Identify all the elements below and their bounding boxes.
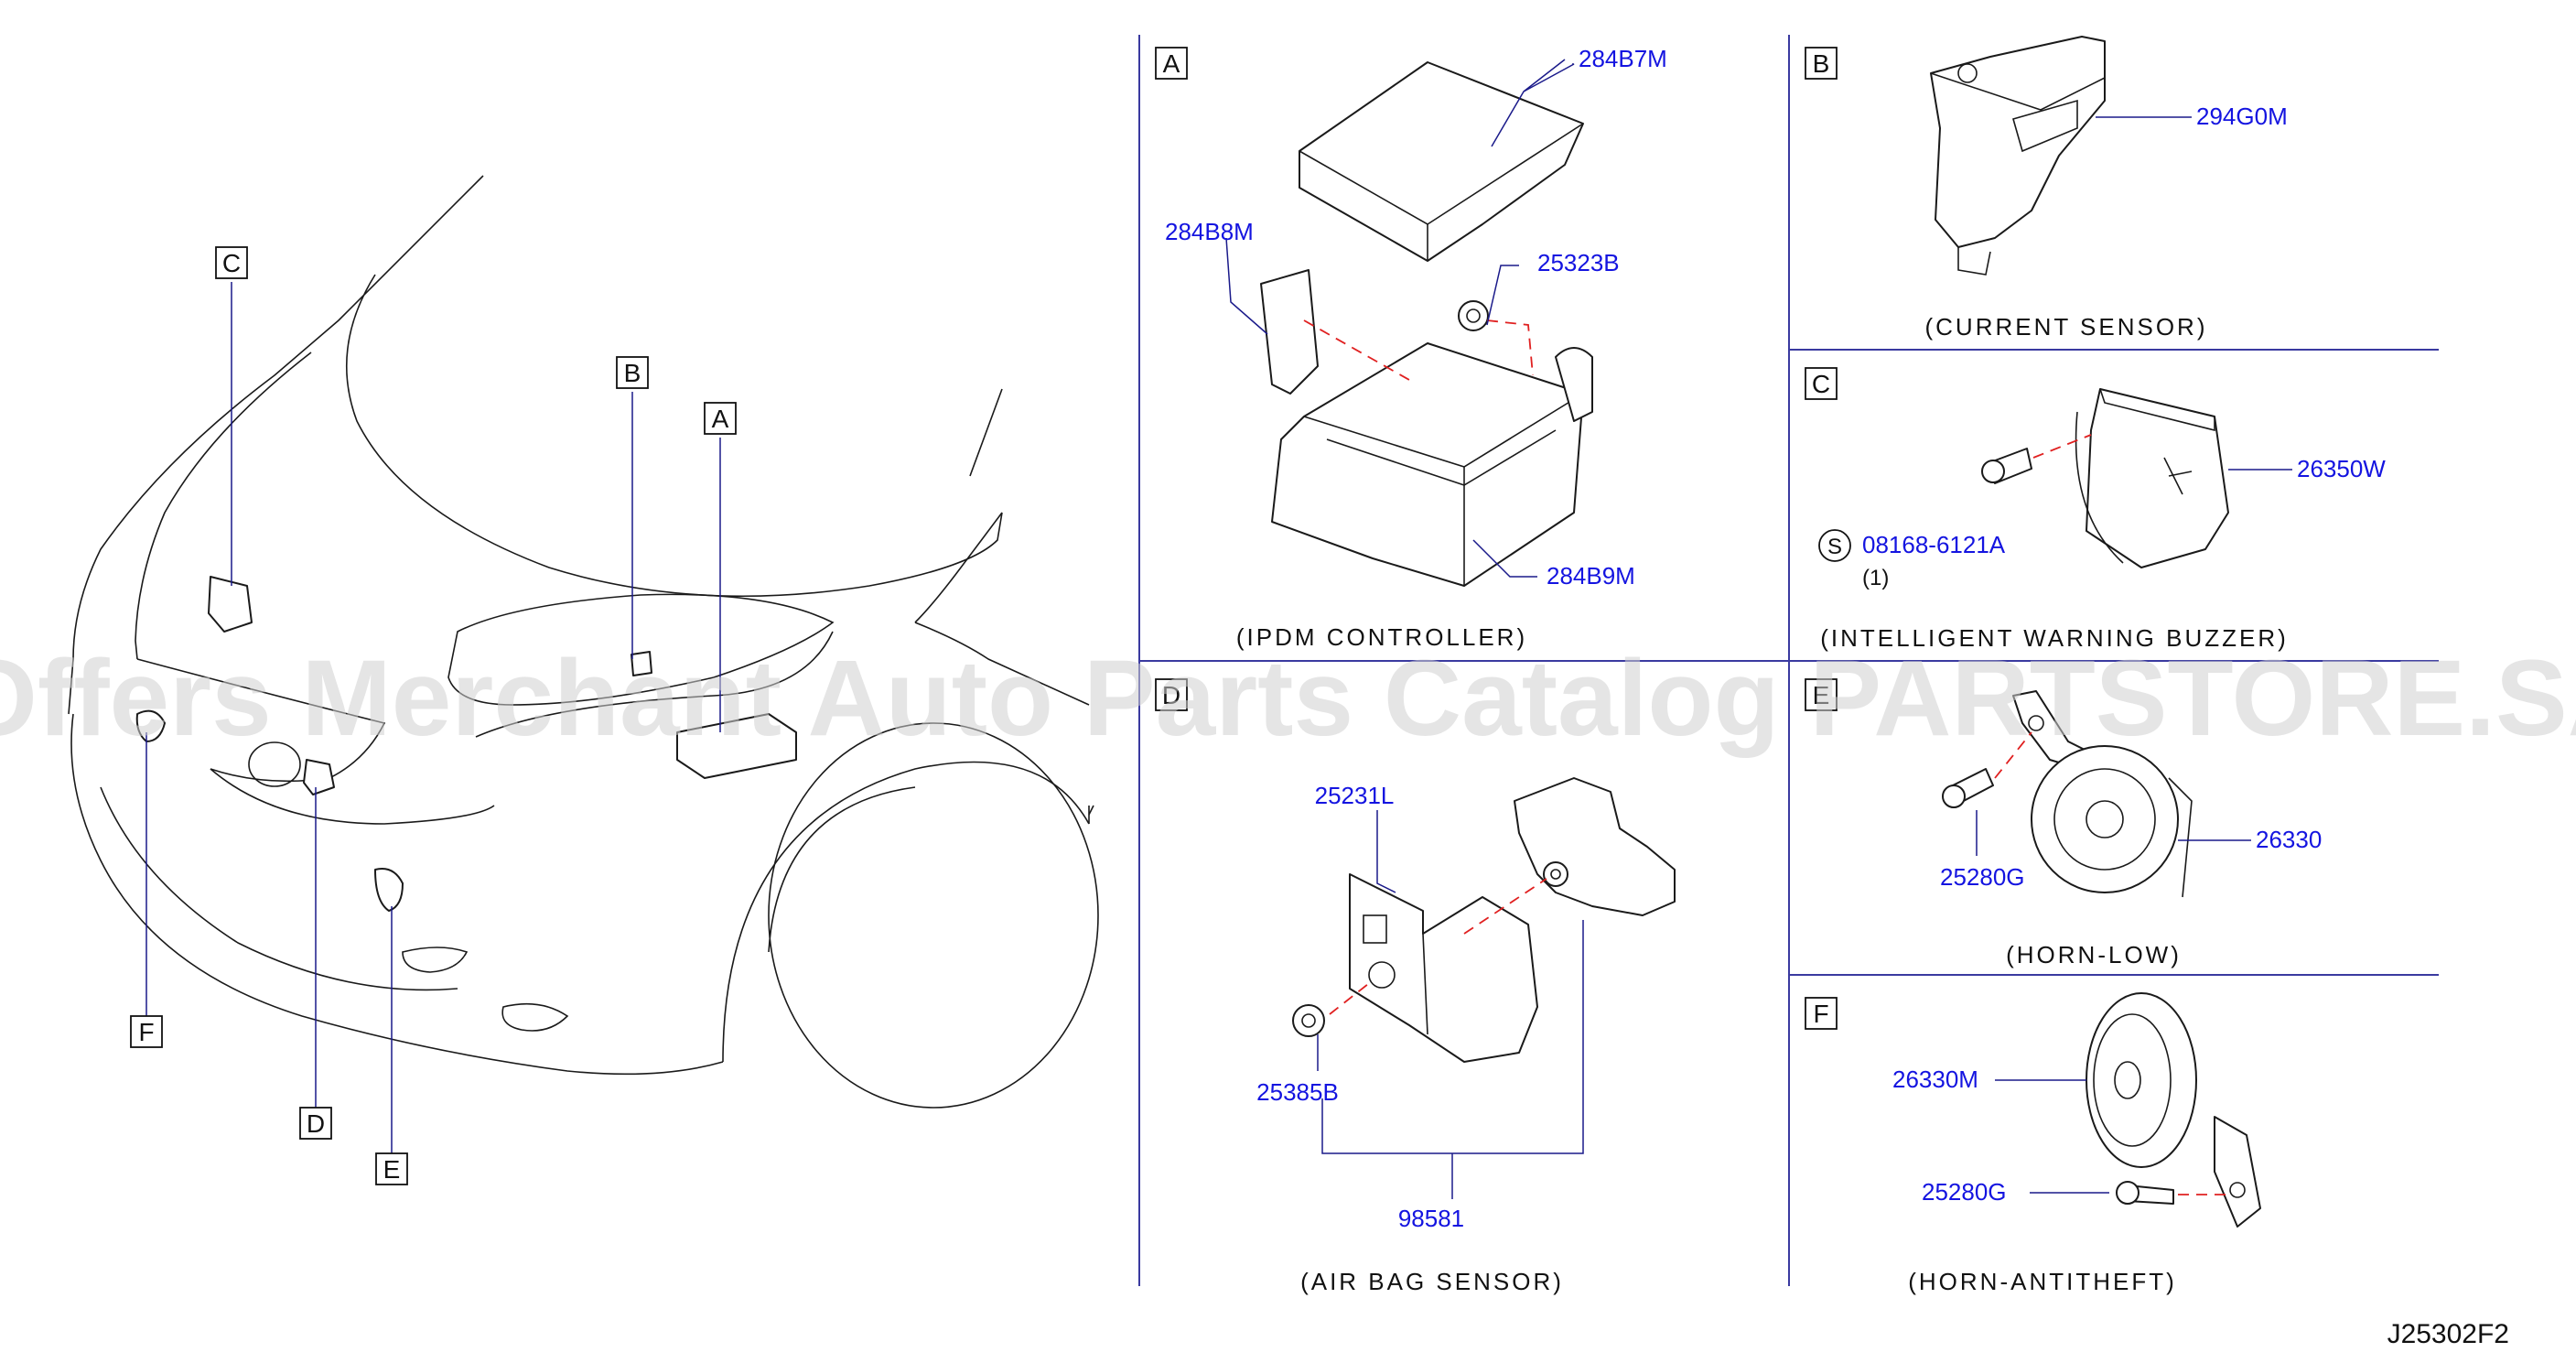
part-number: 08168-6121A	[1862, 531, 2006, 558]
part-number: 25385B	[1256, 1078, 1339, 1106]
panel-C: C 26350W S 08168-6121A (1) (INTELLIGENT …	[1805, 367, 2386, 652]
callout-D: D	[299, 1107, 332, 1140]
part-number: 25280G	[1922, 1178, 2007, 1206]
panel-letter: F	[1813, 1000, 1828, 1028]
diagram-code: J25302F2	[2387, 1319, 2509, 1349]
callout-A: A	[704, 402, 737, 435]
panel-letter: D	[1162, 681, 1180, 709]
overview-leaders	[146, 282, 721, 1153]
part-number: 26330	[2256, 826, 2322, 853]
part-number: 25231L	[1315, 782, 1395, 809]
panel-dividers	[1138, 35, 2439, 1286]
panel-D: D 25231L 25385B 98581 (AIR BAG SENSOR)	[1155, 678, 1676, 1295]
part-number: 25280G	[1940, 863, 2025, 891]
part-number: 294G0M	[2196, 103, 2288, 130]
callout-C: C	[215, 246, 248, 279]
panel-caption: (CURRENT SENSOR)	[1925, 313, 2208, 341]
callout-F: F	[130, 1015, 163, 1048]
part-number: 284B7M	[1579, 45, 1667, 72]
panel-caption: (HORN-LOW)	[2006, 941, 2182, 968]
part-number: 284B8M	[1165, 218, 1254, 245]
panel-E: E 25280G 26330 (HORN-LOW)	[1805, 678, 2322, 968]
callout-letter: F	[138, 1018, 154, 1046]
panel-letter: B	[1813, 49, 1830, 78]
ipdm-cover-shape	[1299, 61, 1584, 262]
panel-caption: (IPDM CONTROLLER)	[1236, 623, 1527, 651]
callout-letter: E	[383, 1155, 401, 1184]
part-number: 25323B	[1537, 249, 1620, 276]
panel-caption: (AIR BAG SENSOR)	[1300, 1268, 1564, 1295]
callout-E: E	[375, 1152, 408, 1185]
panel-letter: C	[1812, 370, 1830, 398]
car-overview	[68, 175, 1099, 1109]
watermark: Offers Merchant Auto Parts Catalog PARTS…	[0, 638, 2576, 759]
callout-letter: B	[624, 359, 641, 387]
standard-part-symbol	[1818, 529, 1851, 562]
callout-letter: D	[307, 1109, 325, 1138]
callout-letter: A	[712, 405, 729, 433]
part-number: 98581	[1398, 1205, 1464, 1232]
callout-letter: C	[222, 249, 241, 277]
panel-A: A 284B7M 284B8M 25323B 284B9M (IPDM CONT…	[1155, 45, 1667, 651]
panel-letter: A	[1163, 49, 1180, 78]
quantity: (1)	[1862, 566, 1889, 590]
panel-letter: E	[1813, 681, 1830, 709]
part-number: 284B9M	[1547, 562, 1635, 590]
panel-caption: (HORN-ANTITHEFT)	[1908, 1268, 2177, 1295]
panel-B: B 294G0M (CURRENT SENSOR)	[1805, 36, 2288, 341]
panel-caption: (INTELLIGENT WARNING BUZZER)	[1820, 624, 2289, 652]
part-number: 26330M	[1892, 1066, 1978, 1093]
part-number: 26350W	[2297, 455, 2386, 482]
standard-part-letter: S	[1827, 535, 1842, 559]
callout-B: B	[616, 356, 649, 389]
panel-F: F 26330M 25280G (HORN-ANTITHEFT)	[1805, 992, 2261, 1295]
